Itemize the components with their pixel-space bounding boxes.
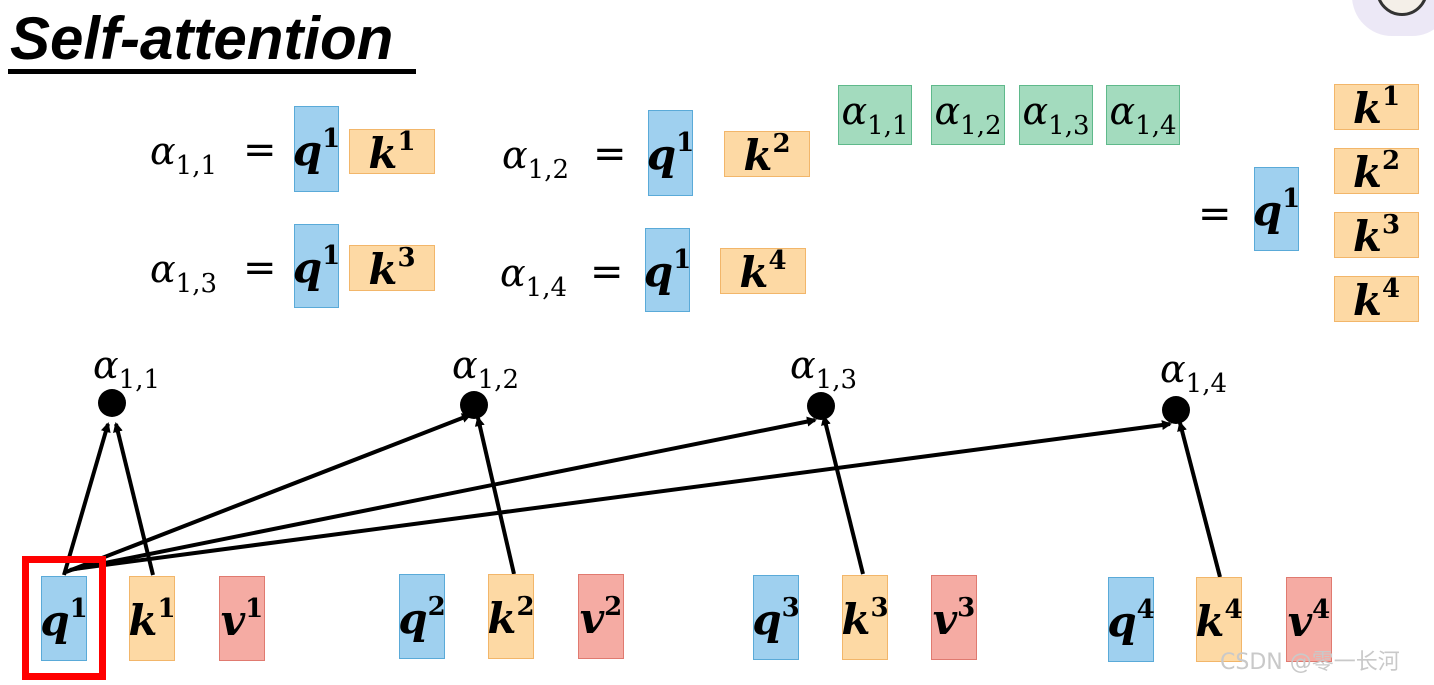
equation-1-alpha: α1,1 [150, 129, 218, 181]
score-node-1-label: α1,1 [93, 343, 161, 395]
score-node-3 [807, 392, 835, 420]
token-1-query: q1 [40, 576, 88, 661]
equation-4-alpha: α1,4 [500, 251, 568, 303]
page-title: Self-attention [10, 5, 394, 72]
equation-4-query: q1 [644, 228, 691, 312]
attention-score-1: α1,1 [838, 85, 912, 145]
matrix-equals: = [1198, 191, 1232, 237]
equation-2-equals: = [593, 131, 627, 177]
matrix-key-2: k2 [1334, 148, 1419, 194]
score-node-1 [98, 389, 126, 417]
arrow-k3-to-alpha-1-3 [821, 415, 865, 575]
equation-1-query: q1 [293, 106, 340, 192]
token-1-value: v1 [219, 576, 265, 661]
token-4-query: q4 [1107, 577, 1155, 662]
arrow-k2-to-alpha-1-2 [474, 416, 516, 575]
equation-3-query: q1 [293, 224, 340, 308]
equation-3-key: k3 [349, 245, 435, 291]
score-node-4-label: α1,4 [1160, 347, 1228, 399]
attention-score-2: α1,2 [931, 85, 1005, 145]
token-4-key: k4 [1195, 577, 1243, 662]
token-1-key: k1 [128, 576, 176, 661]
token-2-query: q2 [398, 574, 446, 659]
arrow-k1-to-alpha-1-1 [113, 422, 155, 576]
matrix-key-4: k4 [1334, 276, 1419, 322]
equation-1-key: k1 [349, 129, 435, 174]
matrix-key-3: k3 [1334, 212, 1419, 258]
equation-2-alpha: α1,2 [502, 133, 570, 185]
equation-3-alpha: α1,3 [150, 247, 218, 299]
equation-3-equals: = [243, 245, 277, 291]
equation-2-query: q1 [647, 110, 694, 196]
arrow-q1-to-alpha-1-2 [65, 413, 472, 574]
equation-2-key: k2 [724, 131, 810, 177]
score-node-3-label: α1,3 [790, 343, 858, 395]
token-3-value: v3 [931, 575, 977, 660]
equation-1-equals: = [243, 127, 277, 173]
score-node-4 [1162, 396, 1190, 424]
score-node-2 [460, 391, 488, 419]
matrix-key-1: k1 [1334, 84, 1419, 130]
token-3-key: k3 [841, 575, 889, 660]
token-3-query: q3 [752, 575, 800, 660]
highlight-frame [22, 556, 106, 680]
token-2-key: k2 [487, 574, 535, 659]
token-2-value: v2 [578, 574, 624, 659]
matrix-query: q1 [1253, 167, 1300, 251]
watermark: CSDN @零一长河 [1220, 650, 1400, 675]
arrow-q1-to-alpha-1-4 [73, 420, 1172, 571]
arrow-q1-to-alpha-1-3 [69, 416, 817, 572]
attention-score-3: α1,3 [1019, 85, 1093, 145]
arrow-k4-to-alpha-1-4 [1177, 421, 1222, 578]
token-4-value: v4 [1286, 577, 1332, 662]
title-underline [8, 69, 416, 74]
score-node-2-label: α1,2 [452, 343, 520, 395]
attention-score-4: α1,4 [1106, 85, 1180, 145]
equation-4-equals: = [590, 249, 624, 295]
equation-4-key: k4 [720, 248, 806, 294]
arrow-q1-to-alpha-1-1 [62, 422, 111, 576]
